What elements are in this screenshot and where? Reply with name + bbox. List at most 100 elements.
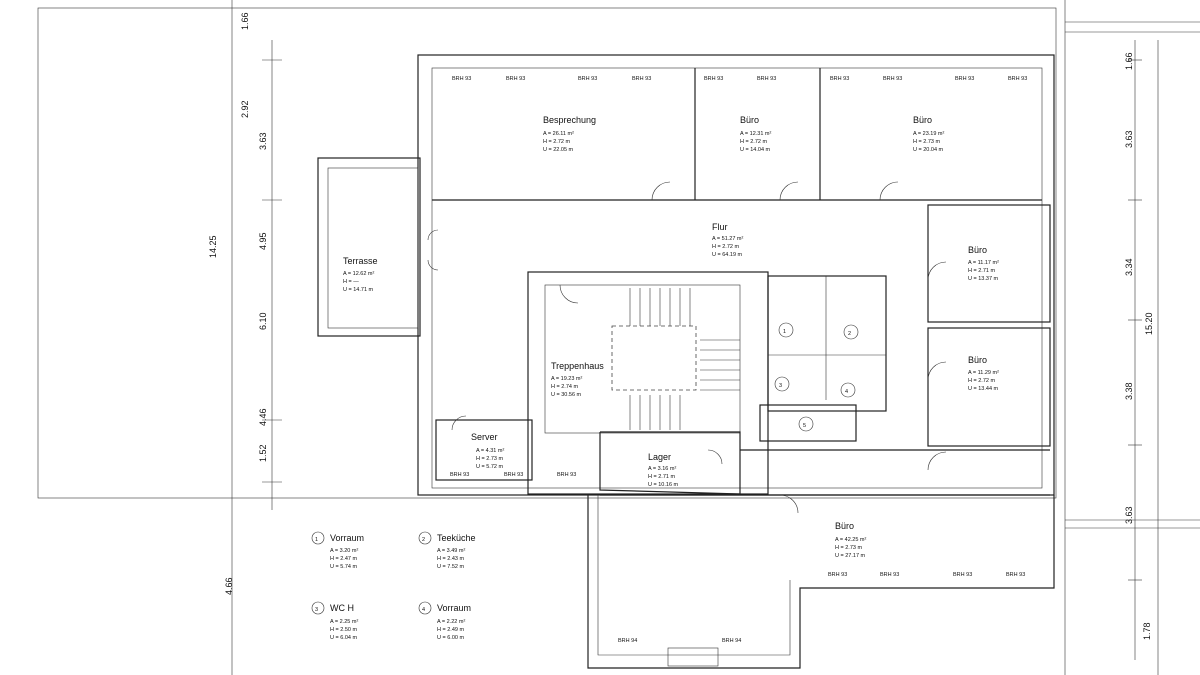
svg-text:BRH 93: BRH 93 [953, 572, 972, 578]
svg-text:Büro: Büro [968, 355, 987, 365]
svg-text:3: 3 [779, 383, 782, 389]
svg-text:14.25: 14.25 [208, 235, 218, 258]
stair-void [611, 325, 697, 391]
legend-item-1: 1 Vorraum A = 3.20 m² H = 2.47 m U = 5.7… [311, 531, 364, 570]
room-buero1: Büro A = 12.31 m² H = 2.72 m U = 14.04 m [740, 115, 772, 153]
wet-room-markers: 1 2 3 4 5 [774, 322, 859, 432]
svg-text:A = 2.25 m²: A = 2.25 m² [330, 619, 358, 625]
svg-text:BRH 93: BRH 93 [452, 76, 471, 82]
stair-treads [629, 288, 740, 430]
svg-text:BRH 93: BRH 93 [1006, 572, 1025, 578]
svg-text:BRH 93: BRH 93 [880, 572, 899, 578]
svg-text:U = 64.19 m: U = 64.19 m [712, 252, 743, 258]
svg-text:BRH 93: BRH 93 [830, 76, 849, 82]
site-boundary [37, 7, 1057, 499]
svg-text:A = 3.20 m²: A = 3.20 m² [330, 548, 358, 554]
wet-rooms [767, 275, 887, 412]
svg-text:Büro: Büro [913, 115, 932, 125]
svg-text:3.63: 3.63 [1124, 506, 1134, 524]
svg-text:Treppenhaus: Treppenhaus [551, 361, 604, 371]
svg-text:U = 13.44 m: U = 13.44 m [968, 386, 999, 392]
terrace-outline [317, 157, 421, 337]
svg-text:A = 23.19 m²: A = 23.19 m² [913, 131, 945, 137]
svg-text:U = 5.72 m: U = 5.72 m [476, 464, 503, 470]
svg-text:H = 2.73 m: H = 2.73 m [835, 545, 862, 551]
svg-text:A = 12.62 m²: A = 12.62 m² [343, 271, 375, 277]
svg-text:A = 42.25 m²: A = 42.25 m² [835, 537, 867, 543]
svg-text:BRH 94: BRH 94 [722, 638, 741, 644]
dimensions-right: 1.66 3.63 3.34 3.38 3.63 1.78 15.20 [1124, 52, 1154, 640]
svg-text:U = 27.17 m: U = 27.17 m [835, 553, 866, 559]
svg-text:1.66: 1.66 [240, 12, 250, 30]
svg-text:A = 2.22 m²: A = 2.22 m² [437, 619, 465, 625]
svg-text:6.10: 6.10 [258, 312, 268, 330]
svg-text:WC H: WC H [330, 603, 354, 613]
svg-text:BRH 94: BRH 94 [618, 638, 637, 644]
svg-text:U = 14.71 m: U = 14.71 m [343, 287, 374, 293]
svg-text:H = 2.49 m: H = 2.49 m [437, 627, 464, 633]
svg-text:U = 5.74 m: U = 5.74 m [330, 564, 357, 570]
svg-text:H = 2.72 m: H = 2.72 m [968, 378, 995, 384]
svg-text:U = 30.56 m: U = 30.56 m [551, 392, 582, 398]
svg-text:Büro: Büro [835, 521, 854, 531]
svg-text:Vorraum: Vorraum [437, 603, 471, 613]
svg-text:H = 2.71 m: H = 2.71 m [968, 268, 995, 274]
room-buero2: Büro A = 23.19 m² H = 2.73 m U = 20.04 m [913, 115, 945, 153]
svg-text:BRH 93: BRH 93 [757, 76, 776, 82]
svg-text:H = —: H = — [343, 279, 359, 285]
svg-text:BRH 93: BRH 93 [704, 76, 723, 82]
svg-text:H = 2.50 m: H = 2.50 m [330, 627, 357, 633]
svg-text:Büro: Büro [740, 115, 759, 125]
svg-text:2: 2 [848, 331, 851, 337]
room-terrasse: Terrasse A = 12.62 m² H = — U = 14.71 m [343, 256, 378, 293]
svg-text:BRH 93: BRH 93 [955, 76, 974, 82]
room-lager: Lager A = 3.16 m² H = 2.71 m U = 10.16 m [648, 452, 679, 488]
svg-text:U = 13.37 m: U = 13.37 m [968, 276, 999, 282]
svg-text:BRH 93: BRH 93 [632, 76, 651, 82]
legend-item-2: 2 Teeküche A = 3.49 m² H = 2.43 m U = 7.… [418, 531, 476, 570]
legend-item-3: 3 WC H A = 2.25 m² H = 2.50 m U = 6.04 m [311, 601, 358, 641]
lager-outline [599, 431, 741, 495]
svg-text:3.63: 3.63 [258, 132, 268, 150]
svg-text:A = 3.16 m²: A = 3.16 m² [648, 466, 676, 472]
svg-text:15.20: 15.20 [1144, 312, 1154, 335]
svg-text:U = 22.05 m: U = 22.05 m [543, 147, 574, 153]
svg-text:A = 26.11 m²: A = 26.11 m² [543, 131, 574, 137]
svg-text:Büro: Büro [968, 245, 987, 255]
svg-text:BRH 93: BRH 93 [578, 76, 597, 82]
svg-text:A = 3.49 m²: A = 3.49 m² [437, 548, 465, 554]
svg-text:Lager: Lager [648, 452, 671, 462]
room-buero3: Büro A = 11.17 m² H = 2.71 m U = 13.37 m [968, 245, 999, 282]
room-buero4: Büro A = 11.29 m² H = 2.72 m U = 13.44 m [968, 355, 999, 392]
svg-text:BRH 93: BRH 93 [504, 472, 523, 478]
svg-text:1: 1 [783, 329, 786, 335]
svg-text:U = 10.16 m: U = 10.16 m [648, 482, 679, 488]
svg-text:Server: Server [471, 432, 498, 442]
svg-text:Teeküche: Teeküche [437, 533, 476, 543]
svg-text:A = 19.23 m²: A = 19.23 m² [551, 376, 583, 382]
svg-text:Terrasse: Terrasse [343, 256, 378, 266]
svg-text:BRH 93: BRH 93 [450, 472, 469, 478]
room-server: Server A = 4.31 m² H = 2.73 m U = 5.72 m [471, 432, 504, 470]
svg-text:BRH 93: BRH 93 [557, 472, 576, 478]
svg-text:A = 12.31 m²: A = 12.31 m² [740, 131, 772, 137]
svg-text:BRH 93: BRH 93 [506, 76, 525, 82]
room-buero5: Büro A = 42.25 m² H = 2.73 m U = 27.17 m [835, 521, 867, 559]
server-outline [435, 419, 533, 481]
svg-text:H = 2.71 m: H = 2.71 m [648, 474, 675, 480]
svg-text:3.34: 3.34 [1124, 258, 1134, 276]
svg-text:3: 3 [315, 607, 318, 613]
building-outline [417, 54, 1055, 496]
svg-text:BRH 93: BRH 93 [828, 572, 847, 578]
svg-text:H = 2.43 m: H = 2.43 m [437, 556, 464, 562]
svg-text:1.52: 1.52 [258, 444, 268, 462]
svg-text:4: 4 [422, 607, 425, 613]
svg-text:A = 4.31 m²: A = 4.31 m² [476, 448, 504, 454]
svg-text:H = 2.47 m: H = 2.47 m [330, 556, 357, 562]
svg-text:H = 2.74 m: H = 2.74 m [551, 384, 578, 390]
svg-text:4.95: 4.95 [258, 232, 268, 250]
svg-text:3.63: 3.63 [1124, 130, 1134, 148]
svg-text:A = 11.29 m²: A = 11.29 m² [968, 370, 999, 376]
svg-text:BRH 93: BRH 93 [1008, 76, 1027, 82]
